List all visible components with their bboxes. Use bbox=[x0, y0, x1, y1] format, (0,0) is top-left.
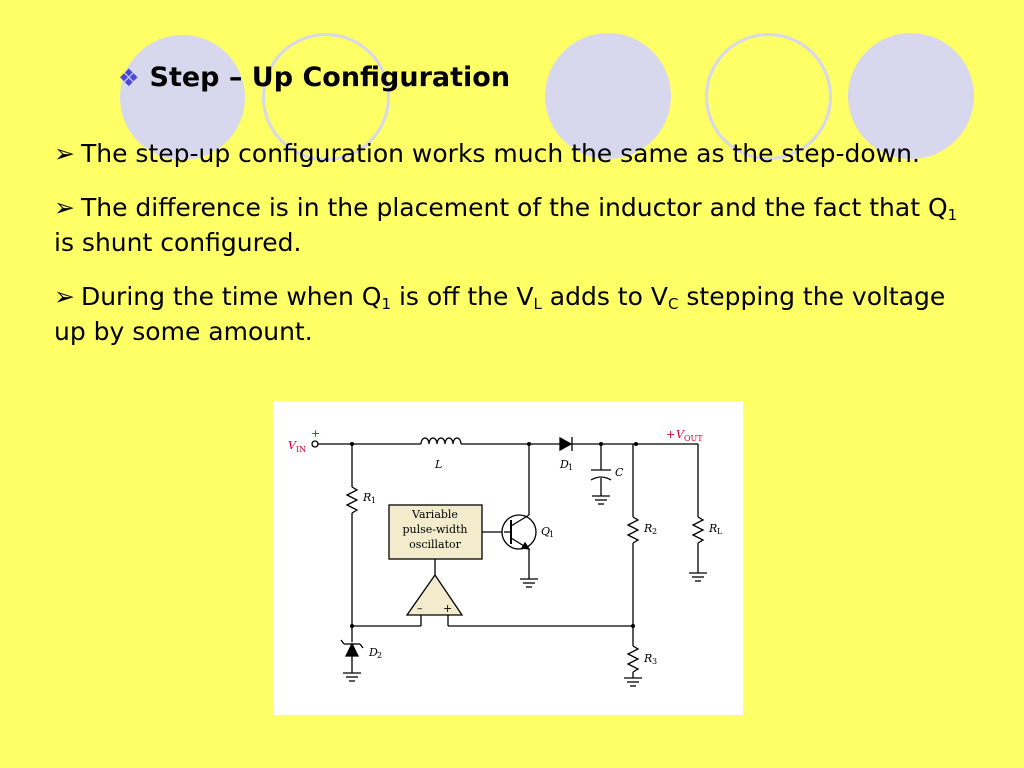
oscillator-box: Variable pulse-width oscillator bbox=[388, 504, 483, 560]
bullet-3-text-c: adds to V bbox=[541, 282, 668, 311]
comparator-plus: + bbox=[443, 602, 452, 615]
transistor-label: Q bbox=[541, 525, 550, 538]
vin-sub: IN bbox=[296, 445, 306, 454]
vin-plus: + bbox=[311, 427, 320, 440]
diode-label: D bbox=[559, 458, 569, 471]
r1-label: R bbox=[362, 491, 371, 504]
zener-diode-d2: D 2 bbox=[340, 626, 382, 682]
resistor-r3: R 3 bbox=[624, 645, 657, 687]
decor-circle-1 bbox=[120, 35, 245, 160]
oscillator-line-3: oscillator bbox=[409, 538, 462, 551]
decor-circle-3 bbox=[848, 33, 974, 159]
bullet-3-sub-c: C bbox=[667, 295, 679, 313]
bullet-3-sub-l: L bbox=[533, 295, 542, 313]
oscillator-line-2: pulse-width bbox=[403, 523, 468, 536]
arrow-bullet-icon: ➢ bbox=[54, 139, 75, 168]
bullet-3: ➢During the time when Q1 is off the VL a… bbox=[54, 279, 984, 349]
inductor-label: L bbox=[434, 458, 442, 471]
rl-sub: L bbox=[717, 527, 723, 536]
arrow-bullet-icon: ➢ bbox=[54, 282, 75, 311]
vout-terminal: + V OUT bbox=[666, 428, 703, 443]
bullet-3-sub-q: 1 bbox=[381, 295, 392, 313]
zener-label: D bbox=[368, 646, 378, 659]
circuit-diagram: V IN + L D 1 + V OUT C bbox=[273, 401, 743, 715]
resistor-r2: R 2 bbox=[626, 444, 657, 646]
r2-sub: 2 bbox=[652, 527, 657, 536]
inductor-symbol: L bbox=[420, 437, 462, 471]
transistor-sub: 1 bbox=[549, 530, 554, 539]
r3-label: R bbox=[643, 652, 652, 665]
diode-sub: 1 bbox=[568, 463, 573, 472]
transistor-q1: Q 1 bbox=[501, 444, 554, 588]
bullet-3-text-b: is off the V bbox=[391, 282, 534, 311]
bullet-1-text: The step-up configuration works much the… bbox=[80, 139, 920, 168]
bullet-3-text-a: During the time when Q bbox=[80, 282, 382, 311]
bullet-2: ➢The difference is in the placement of t… bbox=[54, 190, 984, 260]
bullet-2-sub: 1 bbox=[947, 206, 958, 224]
comparator-minus: – bbox=[417, 602, 423, 615]
vin-terminal: V IN + bbox=[288, 427, 320, 454]
vin-label: V bbox=[288, 439, 297, 452]
vout-label: V bbox=[676, 428, 685, 441]
rl-label: R bbox=[708, 522, 717, 535]
r2-label: R bbox=[643, 522, 652, 535]
zener-sub: 2 bbox=[377, 651, 382, 660]
decor-circle-2 bbox=[545, 33, 671, 159]
decor-ring-2 bbox=[705, 33, 832, 160]
arrow-bullet-icon: ➢ bbox=[54, 193, 75, 222]
decor-ring-1 bbox=[262, 33, 390, 161]
bullet-2-text-a: The difference is in the placement of th… bbox=[80, 193, 948, 222]
comparator-symbol: – + bbox=[405, 559, 464, 616]
resistor-rl: R L bbox=[689, 444, 723, 582]
vout-sub: OUT bbox=[684, 434, 703, 443]
resistor-r1: R 1 bbox=[345, 444, 376, 626]
bullet-1: ➢The step-up configuration works much th… bbox=[54, 136, 984, 171]
diamond-bullet-icon: ❖ bbox=[118, 64, 140, 92]
r1-sub: 1 bbox=[371, 496, 376, 505]
slide-title: ❖ Step – Up Configuration bbox=[118, 62, 510, 93]
capacitor-label: C bbox=[615, 466, 624, 479]
bullet-3-text-d: stepping the voltage up by some amount. bbox=[54, 282, 946, 346]
capacitor-symbol: C bbox=[590, 444, 624, 505]
vout-plus: + bbox=[666, 428, 675, 441]
oscillator-line-1: Variable bbox=[411, 508, 458, 521]
slide-title-text: Step – Up Configuration bbox=[149, 62, 511, 93]
r3-sub: 3 bbox=[652, 657, 657, 666]
bullet-2-text-b: is shunt configured. bbox=[54, 228, 302, 257]
diode-symbol: D 1 bbox=[559, 436, 573, 472]
